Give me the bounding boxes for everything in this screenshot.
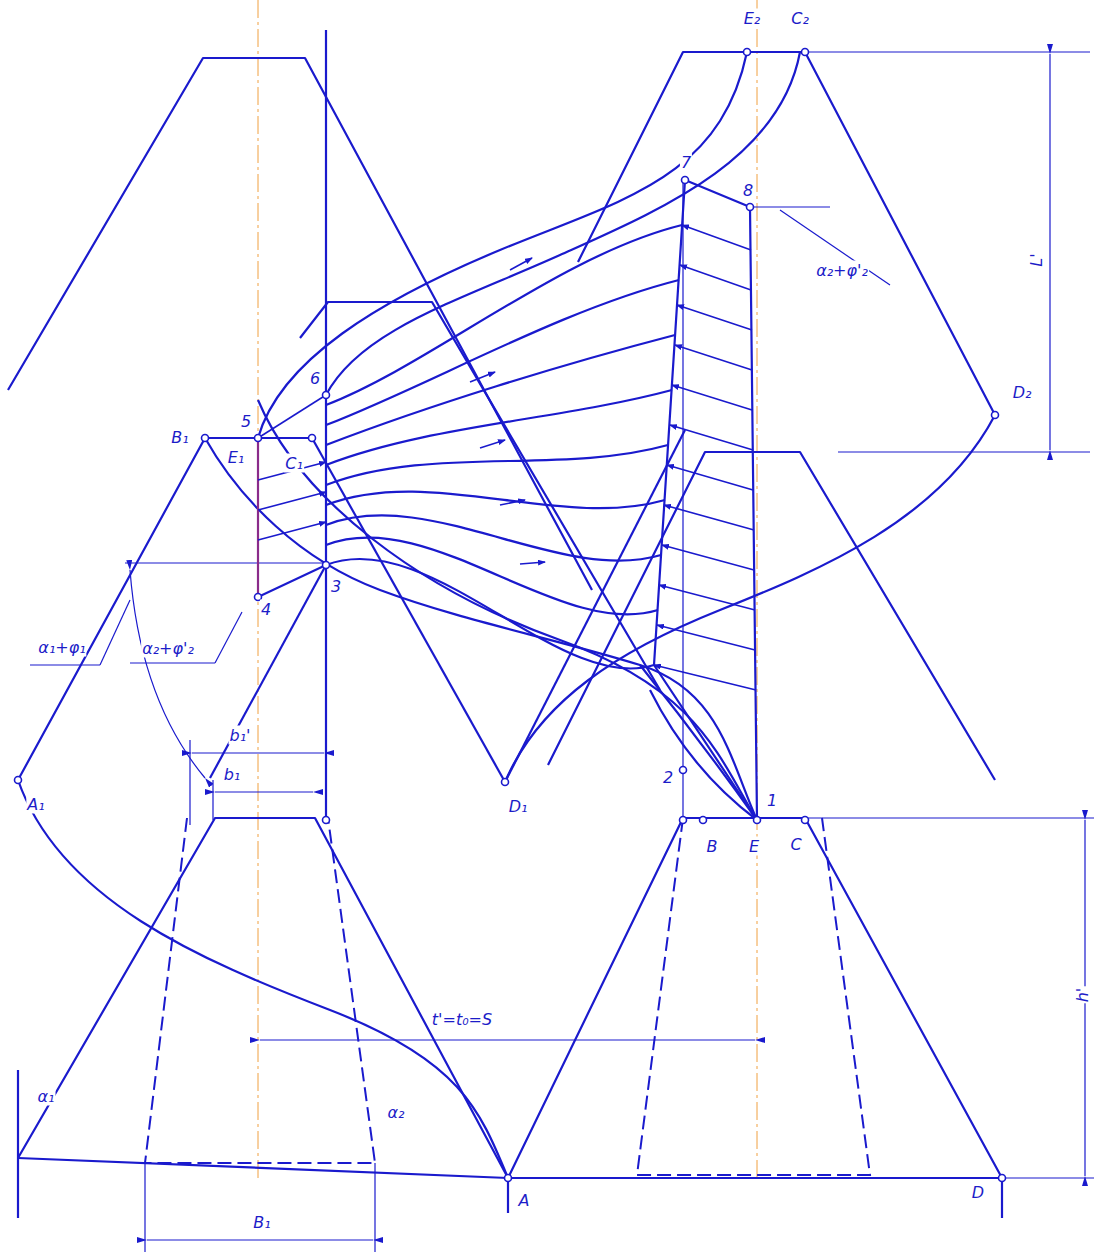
drawing-label: h' xyxy=(1072,987,1091,1004)
drawing-label: t'=t₀=S xyxy=(431,1010,493,1029)
drawing-label: C₂ xyxy=(790,9,810,28)
drawing-label: B₁ xyxy=(170,428,189,447)
drawing-label: E₁ xyxy=(227,448,246,467)
drawing-label: b₁' xyxy=(229,726,252,745)
dimension-text: h' xyxy=(1072,987,1091,1004)
dimension-text: 7 xyxy=(680,153,692,172)
dimension-text: E₂ xyxy=(743,9,762,28)
drawing-label: 7 xyxy=(680,153,692,172)
drawing-label: 8 xyxy=(742,181,754,200)
drawing-label: b₁ xyxy=(223,765,242,784)
dimension-text: α₂ xyxy=(387,1103,406,1122)
drawing-label: D₂ xyxy=(1012,383,1033,402)
dimension-text: E₁ xyxy=(227,448,246,467)
dimension-text: b₁ xyxy=(223,765,242,784)
dimension-text: 2 xyxy=(662,768,674,787)
dimension-text: α₂+φ'₂ xyxy=(815,261,869,280)
drawing-label: 4 xyxy=(260,600,272,619)
drawing-label: 2 xyxy=(662,768,674,787)
drawing-label: C xyxy=(789,835,802,854)
dimension-text: C xyxy=(789,835,802,854)
drawing-label: 6 xyxy=(309,369,321,388)
dimension-text: b₁' xyxy=(229,726,252,745)
dimension-text: L' xyxy=(1027,252,1046,267)
drawing-label: C₁ xyxy=(284,454,304,473)
dimension-text: B₁ xyxy=(170,428,189,447)
drawing-label: α₂+φ'₂ xyxy=(141,639,195,658)
drawing-label: 1 xyxy=(766,791,778,810)
dimension-text: 3 xyxy=(330,577,342,596)
drawing-label: L' xyxy=(1027,252,1046,267)
drawing-label: A xyxy=(518,1191,531,1210)
dimension-text: 4 xyxy=(260,600,272,619)
dimension-text: α₂+φ'₂ xyxy=(141,639,195,658)
dimension-text: A xyxy=(518,1191,531,1210)
drawing-label: α₁ xyxy=(37,1087,56,1106)
dimension-text: E xyxy=(748,837,760,856)
drawing-label: E xyxy=(748,837,760,856)
dimension-text: C₂ xyxy=(790,9,810,28)
drawing-label: D₁ xyxy=(508,797,529,816)
drawing-label: α₂+φ'₂ xyxy=(815,261,869,280)
dimension-text: 1 xyxy=(766,791,778,810)
dimension-text: α₁+φ₁ xyxy=(37,638,86,657)
dimension-text: D xyxy=(971,1183,985,1202)
dimension-text: 5 xyxy=(240,412,252,431)
drawing-label: α₁+φ₁ xyxy=(37,638,86,657)
drawing-label: B₁ xyxy=(252,1213,271,1232)
drawing-label: B xyxy=(706,837,719,856)
drawing-label: A₁ xyxy=(26,795,45,814)
drawing-label: E₂ xyxy=(743,9,762,28)
drawing-label: 5 xyxy=(240,412,252,431)
drawing-label: 3 xyxy=(330,577,342,596)
dimension-text: D₁ xyxy=(508,797,529,816)
dimension-text: B₁ xyxy=(252,1213,271,1232)
dimension-text: B xyxy=(706,837,719,856)
dimension-text: D₂ xyxy=(1012,383,1033,402)
drawing-label: D xyxy=(971,1183,985,1202)
dimension-text: 8 xyxy=(742,181,754,200)
dimension-text: t'=t₀=S xyxy=(431,1010,493,1029)
dimension-text: A₁ xyxy=(26,795,45,814)
dimension-text: 6 xyxy=(309,369,321,388)
drawing-label: α₂ xyxy=(387,1103,406,1122)
dimension-text: α₁ xyxy=(37,1087,56,1106)
dimension-text: C₁ xyxy=(284,454,304,473)
